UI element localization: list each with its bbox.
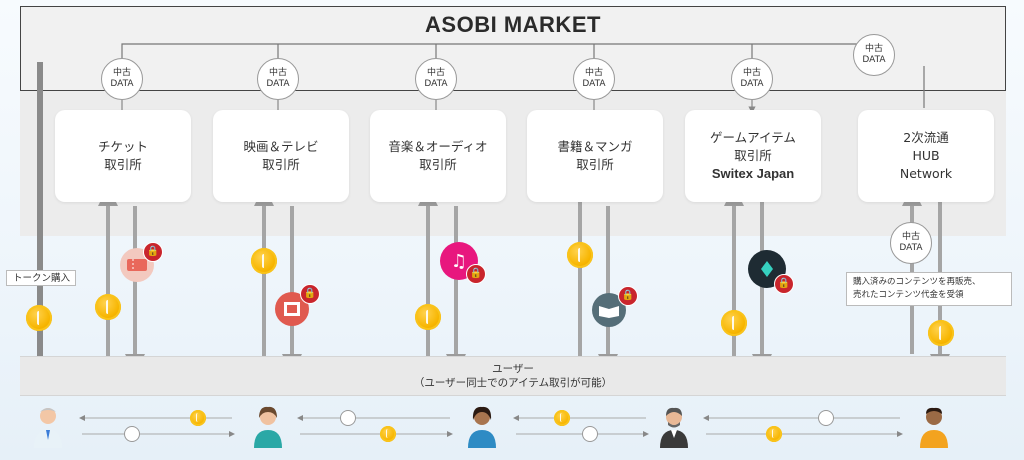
data-badge-line1: 中古 (584, 68, 603, 78)
resale-note-line1: 購入済みのコンテンツを再販売、 (853, 277, 981, 287)
exchange-name: ゲームアイテム (710, 130, 796, 145)
coin-icon (766, 426, 782, 442)
resale-note-line2: 売れたコンテンツ代金を受領 (853, 290, 964, 300)
lock-icon: 🔒 (466, 264, 486, 284)
exchange-name: チケット (97, 139, 148, 154)
exchange-name: 2次流通 (903, 130, 949, 145)
lock-icon: 🔒 (774, 274, 794, 294)
hollow-coin-icon (124, 426, 140, 442)
coin-icon (567, 242, 593, 268)
data-badge-line2: DATA (899, 243, 923, 253)
coin-icon (928, 320, 954, 346)
exchange-brand: Switex Japan (711, 166, 795, 181)
data-badge-line1: 中古 (268, 68, 287, 78)
exchange-box-movie[interactable]: 映画＆テレビ 取引所 (213, 110, 349, 202)
data-badge-line1: 中古 (901, 232, 920, 242)
person-icon (656, 404, 692, 448)
exchange-box-ticket[interactable]: チケット 取引所 (55, 110, 191, 202)
lock-icon: 🔒 (618, 286, 638, 306)
exchange-subtitle: 取引所 (262, 157, 300, 172)
data-badge-line2: DATA (266, 79, 290, 89)
exchange-subtitle: 取引所 (576, 157, 614, 172)
data-badge-line1: 中古 (742, 68, 761, 78)
data-badge-line1: 中古 (864, 44, 883, 54)
token-purchase-label: トークン購入 (6, 270, 76, 286)
exchange-name: 書籍＆マンガ (557, 139, 633, 154)
exchange-name: 映画＆テレビ (243, 139, 319, 154)
coin-icon (95, 294, 121, 320)
exchange-subtitle: 取引所 (104, 157, 142, 172)
lock-icon: 🔒 (300, 284, 320, 304)
data-badge-line2: DATA (862, 55, 886, 65)
users-label-line2: （ユーザー同士でのアイテム取引が可能） (413, 377, 613, 389)
person-icon (916, 404, 952, 448)
exchange-box-music[interactable]: 音楽＆オーディオ 取引所 (370, 110, 506, 202)
data-badge-line2: DATA (424, 79, 448, 89)
users-label: ユーザー （ユーザー同士でのアイテム取引が可能） (20, 362, 1006, 390)
exchange-subtitle: 取引所 (734, 148, 772, 163)
exchange-name: 音楽＆オーディオ (388, 139, 488, 154)
hollow-coin-icon (818, 410, 834, 426)
person-icon (30, 404, 66, 448)
resale-note: 購入済みのコンテンツを再販売、 売れたコンテンツ代金を受領 (846, 272, 1012, 306)
data-badge-line2: DATA (740, 79, 764, 89)
coin-icon (251, 248, 277, 274)
exchange-box-game[interactable]: ゲームアイテム 取引所 Switex Japan (685, 110, 821, 202)
person-icon (250, 404, 286, 448)
exchange-subtitle: 取引所 (419, 157, 457, 172)
crystal-icon (748, 250, 786, 288)
person-icon (464, 404, 500, 448)
coin-icon (380, 426, 396, 442)
lock-icon: 🔒 (143, 242, 163, 262)
user-bar (20, 356, 1006, 396)
data-badge-line1: 中古 (426, 68, 445, 78)
users-label-line1: ユーザー (492, 363, 534, 375)
exchange-box-hub[interactable]: 2次流通 HUB Network (858, 110, 994, 202)
market-title: ASOBI MARKET (425, 12, 601, 37)
exchange-subtitle: HUB (912, 148, 940, 163)
exchange-box-books[interactable]: 書籍＆マンガ 取引所 (527, 110, 663, 202)
hollow-coin-icon (582, 426, 598, 442)
coin-icon (26, 305, 52, 331)
data-badge-line2: DATA (110, 79, 134, 89)
exchange-detail: Network (899, 166, 953, 181)
coin-icon (721, 310, 747, 336)
coin-icon (415, 304, 441, 330)
data-badge-line1: 中古 (112, 68, 131, 78)
coin-icon (190, 410, 206, 426)
hollow-coin-icon (340, 410, 356, 426)
data-badge-line2: DATA (582, 79, 606, 89)
coin-icon (554, 410, 570, 426)
